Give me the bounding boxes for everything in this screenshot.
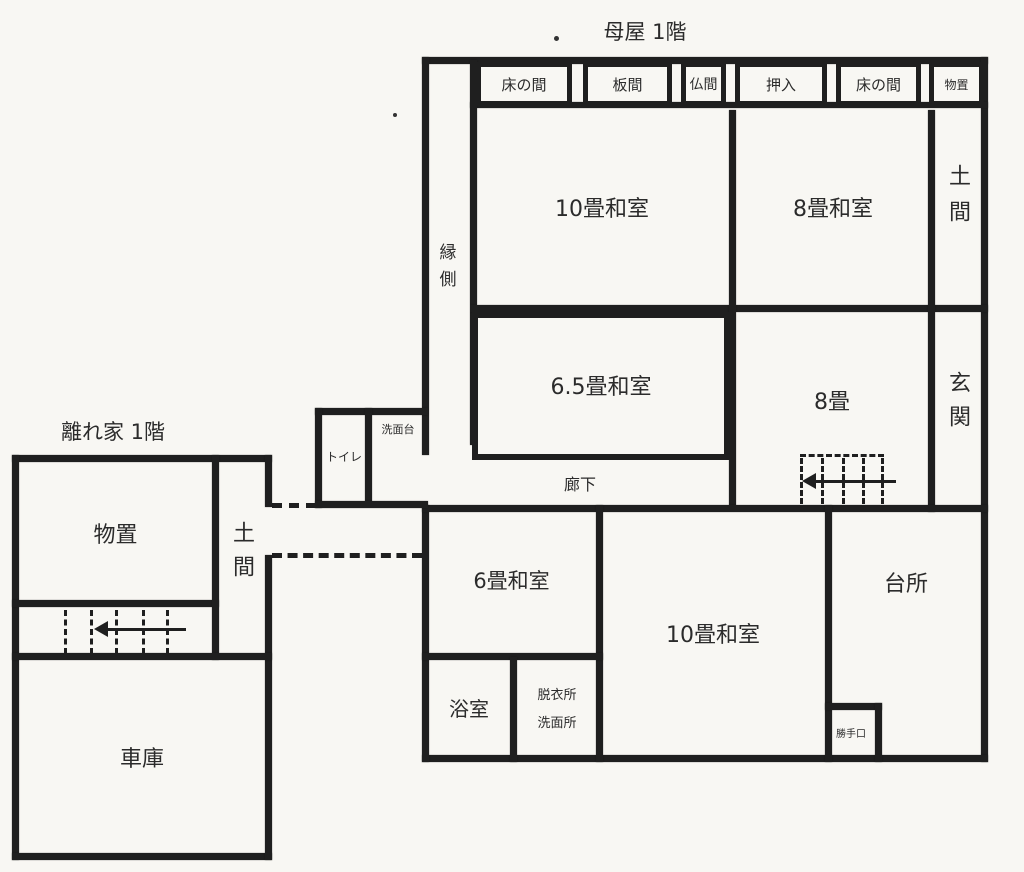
scan-speck — [393, 113, 397, 117]
wall-segment — [315, 408, 322, 508]
room-monooki: 物置 — [19, 465, 212, 600]
room-label-washitsu-8-upper: 8畳和室 — [793, 197, 873, 222]
room-label-washitsu-10-upper: 10畳和室 — [555, 197, 649, 222]
room-doma-annex: 土間 — [217, 500, 265, 610]
stairs-direction-arrow — [816, 480, 896, 483]
stairs-direction-arrow — [108, 628, 186, 631]
wall-segment — [365, 408, 372, 505]
annex-title-label: 離れ家 1階 — [60, 420, 166, 444]
wall-segment — [729, 110, 736, 508]
room-label-engawa: 縁側 — [435, 243, 456, 297]
room-label-monooki-top: 物置 — [944, 77, 969, 92]
room-label-rouka: 廊下 — [563, 475, 596, 494]
room-label-senmendai: 洗面台 — [381, 423, 415, 436]
room-label-monooki: 物置 — [93, 522, 138, 548]
room-label-hachijo: 8畳 — [814, 390, 850, 415]
walkway-dashed-line — [272, 503, 316, 508]
room-washitsu-8-upper: 8畳和室 — [738, 112, 928, 302]
room-rouka: 廊下 — [525, 470, 635, 496]
room-tokonoma-1: 床の間 — [476, 62, 572, 106]
room-label-doma-annex: 土間 — [229, 521, 254, 589]
wall-segment — [510, 657, 517, 762]
stair-tread — [166, 610, 169, 654]
wall-segment — [928, 110, 935, 512]
main-house-title-label: 母屋 1階 — [603, 20, 687, 44]
room-senmendai: 洗面台 — [372, 420, 424, 438]
wall-segment — [596, 505, 603, 762]
wall-segment — [422, 505, 429, 762]
staircase-symbol — [800, 454, 884, 457]
wall-segment — [212, 455, 219, 660]
room-label-toilet: トイレ — [325, 449, 362, 464]
room-itanoma: 板間 — [583, 62, 672, 106]
wall-segment — [265, 455, 272, 507]
room-washitsu-10-upper: 10畳和室 — [477, 112, 727, 302]
wall-segment — [875, 703, 882, 762]
room-label-yokushitsu: 浴室 — [449, 696, 489, 721]
stair-tread — [142, 610, 145, 654]
stair-tread — [800, 458, 803, 504]
room-doma-main: 土間 — [932, 140, 982, 260]
room-datsuijo: 脱衣所 — [517, 682, 597, 704]
room-label-oshiire: 押入 — [765, 75, 796, 94]
room-label-washitsu-6: 6畳和室 — [473, 569, 550, 593]
room-label-butsuma: 仏間 — [689, 77, 718, 93]
room-washitsu-10-lower: 10畳和室 — [603, 508, 823, 758]
wall-segment — [825, 703, 882, 710]
wall-segment — [12, 600, 219, 607]
wall-segment — [315, 501, 428, 508]
room-butsuma: 仏間 — [681, 62, 726, 106]
room-hachijo: 8畳 — [738, 345, 926, 455]
room-katteguchi: 勝手口 — [827, 712, 875, 752]
room-shako: 車庫 — [19, 662, 265, 852]
stair-tread — [115, 610, 118, 654]
wall-segment — [470, 102, 988, 108]
room-label-washitsu-6-5: 6.5畳和室 — [550, 375, 652, 400]
room-label-katteguchi: 勝手口 — [836, 728, 866, 740]
room-yokushitsu: 浴室 — [429, 662, 509, 752]
room-label-tokonoma-1: 床の間 — [501, 75, 547, 94]
wall-segment — [12, 853, 272, 860]
stairs-direction-arrow-head-icon — [94, 621, 108, 637]
room-washitsu-6: 6畳和室 — [429, 510, 594, 650]
room-washitsu-6-5: 6.5畳和室 — [480, 318, 722, 452]
room-daidokoro: 台所 — [832, 512, 980, 652]
walkway-dashed-line — [272, 553, 422, 558]
scan-speck — [554, 36, 559, 41]
wall-segment — [981, 57, 988, 762]
stairs-direction-arrow-head-icon — [802, 473, 816, 489]
room-label-datsuijo: 脱衣所 — [537, 687, 577, 703]
room-engawa: 縁側 — [422, 200, 470, 340]
room-label-washitsu-10-lower: 10畳和室 — [666, 623, 760, 648]
stair-tread — [64, 610, 67, 654]
wall-segment — [422, 57, 988, 64]
annex-title: 離れ家 1階 — [28, 416, 198, 446]
wall-segment — [422, 653, 603, 660]
room-label-tokonoma-2: 床の間 — [855, 75, 901, 94]
room-label-shako: 車庫 — [119, 747, 164, 772]
room-label-itanoma: 板間 — [612, 75, 643, 94]
wall-segment — [12, 455, 272, 462]
room-label-genkan: 玄関 — [945, 371, 970, 439]
room-toilet: トイレ — [322, 446, 366, 466]
main-house-title: 母屋 1階 — [575, 16, 715, 46]
room-label-senmenjo: 洗面所 — [537, 715, 577, 731]
wall-segment — [470, 60, 477, 305]
room-label-daidokoro: 台所 — [883, 572, 928, 597]
room-senmenjo: 洗面所 — [517, 710, 597, 732]
wall-segment — [12, 653, 272, 660]
wall-segment — [422, 755, 988, 762]
room-monooki-top: 物置 — [929, 62, 984, 106]
room-tokonoma-2: 床の間 — [836, 62, 921, 106]
wall-segment — [265, 555, 272, 860]
stair-tread — [90, 610, 93, 654]
room-label-doma-main: 土間 — [945, 164, 970, 236]
wall-segment — [825, 505, 832, 762]
room-washitsu-6-5-box — [472, 312, 730, 460]
room-oshiire: 押入 — [735, 62, 827, 106]
room-genkan: 玄関 — [932, 350, 982, 460]
wall-segment — [422, 505, 988, 512]
wall-segment — [422, 57, 429, 455]
